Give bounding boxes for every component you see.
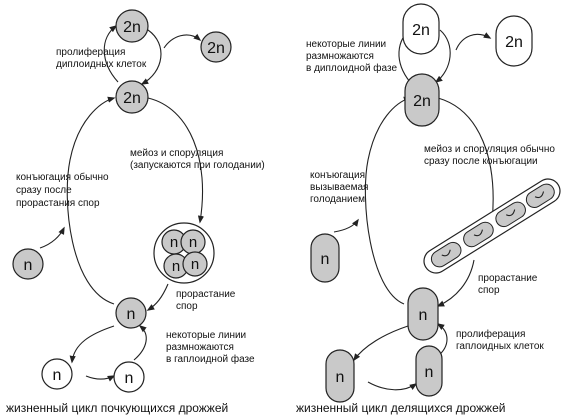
left-germination-note: прорастание спор — [176, 289, 238, 312]
right-diploid-side-label: 2n — [505, 34, 523, 51]
left-haploid-right-label: n — [125, 370, 134, 387]
left-cycle-left-arc — [66, 96, 116, 305]
right-diploid-mid-label: 2n — [413, 93, 431, 110]
right-cycle-left-arc — [364, 96, 412, 305]
left-haploid-loop-mid — [85, 375, 116, 382]
left-diploid-mid-label: 2n — [123, 90, 141, 107]
right-haploid-spore-cell — [310, 233, 340, 283]
right-haploid-bottom-label: n — [419, 307, 428, 324]
left-meiosis-note: мейоз и споруляция (запускаются при голо… — [130, 148, 265, 171]
left-germination-arrow — [146, 283, 169, 311]
left-haploid-bottom-cell — [115, 297, 147, 329]
left-diploid-side-cell — [200, 31, 232, 63]
left-ascus-spore-3-label: n — [172, 258, 180, 275]
right-haploid-bottom-cell — [407, 287, 439, 341]
budding-yeast-panel: 2n 2n 2n n n n n n n n n пролиферация ди… — [6, 9, 265, 415]
right-germination-arrow — [436, 259, 475, 307]
right-meiosis-note: мейоз и споруляция обычно сразу после ко… — [424, 143, 558, 167]
right-ascus-spore-2 — [463, 221, 494, 248]
right-haploid-right-cell — [415, 345, 443, 397]
left-haploid-left-cell — [41, 358, 73, 390]
right-conjugation-arrow — [333, 218, 359, 233]
left-haploid-spore-cell — [12, 248, 44, 280]
left-haploid-right-cell — [113, 361, 145, 393]
right-diploid-lines-note: некоторые линии размножаются в диплоидно… — [306, 39, 397, 74]
right-haploid-right-label: n — [425, 364, 434, 381]
right-conjugation-note: конъюгация вызываемая голоданием — [310, 170, 371, 205]
right-caption: жизненный цикл делящихся дрожжей — [296, 401, 505, 415]
right-ascus-spore-3-mark — [505, 209, 516, 217]
left-ascus-spore-1-label: n — [170, 234, 178, 251]
right-diploid-top-cell — [402, 3, 440, 55]
left-ascus-spore-2-label: n — [189, 234, 197, 251]
right-ascus-spore-2-mark — [473, 229, 483, 237]
right-side-bud-arrow — [455, 32, 492, 51]
left-conjugation-note: конъюгация обычно сразу после прорастани… — [16, 171, 111, 209]
right-haploid-left-label: n — [336, 369, 345, 386]
left-haploid-bottom-label: n — [127, 306, 136, 323]
right-germination-note: прорастание спор — [478, 273, 540, 296]
left-meiosis-arrow — [147, 97, 205, 224]
left-proliferation-return — [140, 29, 162, 85]
left-haploid-loop-left — [69, 325, 115, 364]
left-haploid-lines-note: некоторые линии размножаются в гаплоидно… — [166, 330, 255, 365]
left-proliferation-loop — [103, 25, 119, 83]
left-conjugation-arrow — [39, 226, 65, 249]
right-haploid-loop-mid — [367, 381, 418, 391]
left-haploid-spore-label: n — [24, 257, 33, 274]
left-ascus-spore-4-label: n — [191, 256, 199, 273]
right-ascus — [423, 178, 561, 274]
left-diploid-side-label: 2n — [207, 40, 225, 57]
right-ascus-spore-3 — [495, 201, 526, 228]
right-proliferation-note: пролиферация гаплоидных клеток — [456, 328, 544, 352]
right-diploid-mid-cell — [404, 73, 440, 127]
right-ascus-spore-1 — [430, 241, 462, 268]
left-proliferation-note: пролиферация диплоидных клеток — [56, 46, 147, 70]
left-diploid-top-label: 2n — [123, 19, 141, 36]
right-haploid-loop-left — [353, 325, 409, 362]
left-haploid-loop-right — [133, 325, 147, 361]
right-ascus-spore-4-mark — [534, 191, 545, 199]
right-ascus-spore-1-mark — [441, 249, 451, 257]
right-ascus-spore-4 — [525, 183, 555, 209]
left-side-bud-arrow — [163, 33, 202, 49]
right-meiosis-arrow — [437, 97, 496, 224]
left-caption: жизненный цикл почкующихся дрожжей — [6, 401, 228, 415]
left-diploid-top-cell — [115, 9, 149, 43]
left-haploid-left-label: n — [53, 367, 62, 384]
right-haploid-left-cell — [325, 349, 355, 403]
left-ascus-spore-4 — [182, 251, 208, 277]
left-diploid-mid-cell — [115, 80, 149, 114]
right-diploid-side-cell — [495, 15, 533, 67]
right-haploid-spore-label: n — [321, 251, 330, 268]
right-diploid-loop-right — [434, 29, 451, 83]
fission-yeast-panel: 2n 2n 2n n n n n некоторые линии — [296, 3, 561, 415]
right-diploid-top-label: 2n — [412, 22, 430, 39]
